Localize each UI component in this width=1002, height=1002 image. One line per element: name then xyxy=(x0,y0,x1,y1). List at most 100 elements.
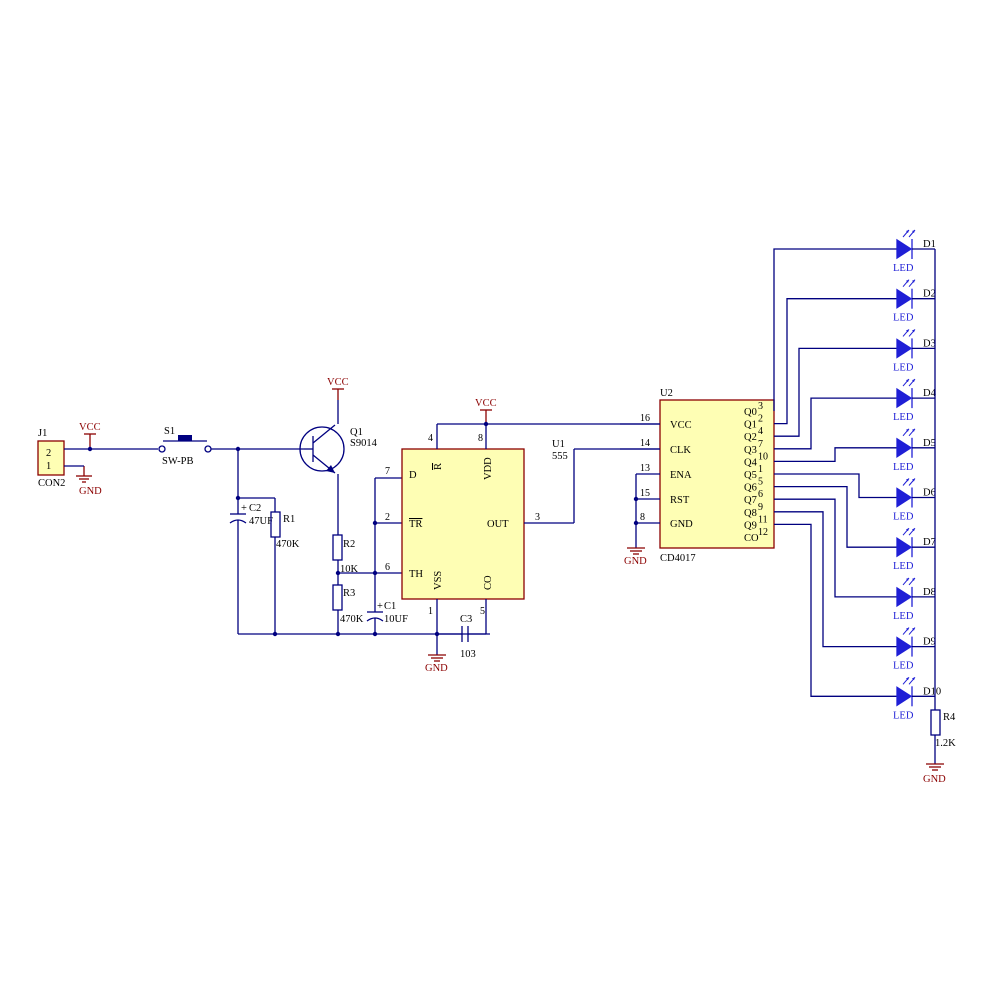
c1-plus: + xyxy=(377,601,383,612)
led-column: D1LEDD2LEDD3LEDD4LEDD5LEDD6LEDD7LEDD8LED… xyxy=(773,229,941,721)
u2-right-pin-name: Q0 xyxy=(744,407,757,418)
led-value: LED xyxy=(893,412,914,423)
u2-left-pin-num: 14 xyxy=(640,438,650,449)
u1-pin-tr: TR xyxy=(409,519,422,530)
led-value: LED xyxy=(893,661,914,672)
r4-value: 1.2K xyxy=(935,738,956,749)
u2-ref: U2 xyxy=(660,388,673,399)
u1-pin-co: CO xyxy=(483,575,494,590)
u1-pin-d: D xyxy=(409,470,417,481)
gnd-label-u2: GND xyxy=(624,556,647,567)
vcc-symbol-u1: VCC xyxy=(475,398,497,424)
u1-num-r: 4 xyxy=(428,433,433,444)
r2-ref: R2 xyxy=(343,539,355,550)
u1-num-th: 6 xyxy=(385,562,390,573)
u2-left-pin-name: GND xyxy=(670,519,693,530)
led-value: LED xyxy=(893,362,914,373)
led-value: LED xyxy=(893,611,914,622)
u1-pin-th: TH xyxy=(409,569,423,580)
c2-ref: C2 xyxy=(249,503,261,514)
u1-num-tr: 2 xyxy=(385,512,390,523)
led-ref: D10 xyxy=(923,686,941,697)
r1-value: 470K xyxy=(276,539,300,550)
led-value: LED xyxy=(893,462,914,473)
led-ref: D7 xyxy=(923,537,936,548)
ic-u1-555: D TR TH OUT R VDD VSS CO 7 2 6 3 4 8 1 5… xyxy=(385,433,568,617)
vcc-symbol-q1: VCC xyxy=(327,377,349,400)
led-ref: D2 xyxy=(923,289,936,300)
gnd-label-u1: GND xyxy=(425,663,448,674)
gnd-symbol-u1: GND xyxy=(425,654,448,674)
u2-value: CD4017 xyxy=(660,553,696,564)
ic-u2-cd4017 xyxy=(659,399,775,549)
u2-right-pin-name: Q9 xyxy=(744,520,757,531)
r3-value: 470K xyxy=(340,614,364,625)
c3-ref: C3 xyxy=(460,614,472,625)
u2-left-pin-num: 8 xyxy=(640,512,645,523)
c1-ref: C1 xyxy=(384,601,396,612)
u2-right-pin-num: 5 xyxy=(758,477,763,488)
led-value: LED xyxy=(893,710,914,721)
u1-num-out: 3 xyxy=(535,512,540,523)
u1-num-vss: 1 xyxy=(428,606,433,617)
gnd-label-j1: GND xyxy=(79,486,102,497)
u2-right-pin-num: 1 xyxy=(758,464,763,475)
u1-ref: U1 xyxy=(552,439,565,450)
u2-right-pin-name: Q1 xyxy=(744,420,757,431)
r1-ref: R1 xyxy=(283,514,295,525)
u2-left-pin-num: 13 xyxy=(640,463,650,474)
u1-num-co: 5 xyxy=(480,606,485,617)
capacitor-c2: + C2 47UF xyxy=(229,503,273,527)
c2-value: 47UF xyxy=(249,516,273,527)
capacitor-c1: + C1 10UF xyxy=(366,601,408,625)
gnd-symbol-r4: GND xyxy=(923,763,946,785)
vcc-label-u1: VCC xyxy=(475,398,497,409)
u2-right-pin-num: 10 xyxy=(758,451,768,462)
s1-value: SW-PB xyxy=(162,456,194,467)
u2-right-pin-name: Q4 xyxy=(744,457,758,468)
j1-ref: J1 xyxy=(38,428,47,439)
u2-right-pin-name: Q8 xyxy=(744,508,757,519)
u2-left-pin-num: 16 xyxy=(640,413,650,424)
vcc-symbol-j1: VCC xyxy=(79,422,101,449)
j1-pin2-label: 2 xyxy=(46,448,51,459)
u2-right-pin-name: Q2 xyxy=(744,432,757,443)
connector-j1: J1 2 1 CON2 xyxy=(37,428,65,489)
u2-left-pin-name: VCC xyxy=(670,420,692,431)
u2-right-pin-num: 9 xyxy=(758,502,763,513)
capacitor-c3: C3 103 xyxy=(460,614,476,660)
c1-value: 10UF xyxy=(384,614,408,625)
r4-ref: R4 xyxy=(943,712,956,723)
vcc-label-j1: VCC xyxy=(79,422,101,433)
led-ref: D9 xyxy=(923,637,936,648)
u2-left-pin-name: CLK xyxy=(670,445,691,456)
c2-plus: + xyxy=(241,503,247,514)
resistor-r2: R2 10K xyxy=(332,534,359,575)
j1-value: CON2 xyxy=(38,478,65,489)
u2-right-pin-num: 3 xyxy=(758,401,763,412)
led-ref: D1 xyxy=(923,239,936,250)
u2-right-pin-name: Q5 xyxy=(744,470,757,481)
led-ref: D5 xyxy=(923,438,936,449)
u2-right-pin-name: Q6 xyxy=(744,483,757,494)
u2-right-pin-num: 4 xyxy=(758,426,763,437)
led-ref: D4 xyxy=(923,388,937,399)
u2-right-pin-num: 12 xyxy=(758,527,768,538)
u2-left-pin-num: 15 xyxy=(640,488,650,499)
led-value: LED xyxy=(893,263,914,274)
u1-num-vdd: 8 xyxy=(478,433,483,444)
r2-value: 10K xyxy=(340,564,359,575)
switch-s1: S1 SW-PB xyxy=(158,426,212,467)
led-ref: D6 xyxy=(923,488,936,499)
u2-right-pin-num: 11 xyxy=(758,514,768,525)
